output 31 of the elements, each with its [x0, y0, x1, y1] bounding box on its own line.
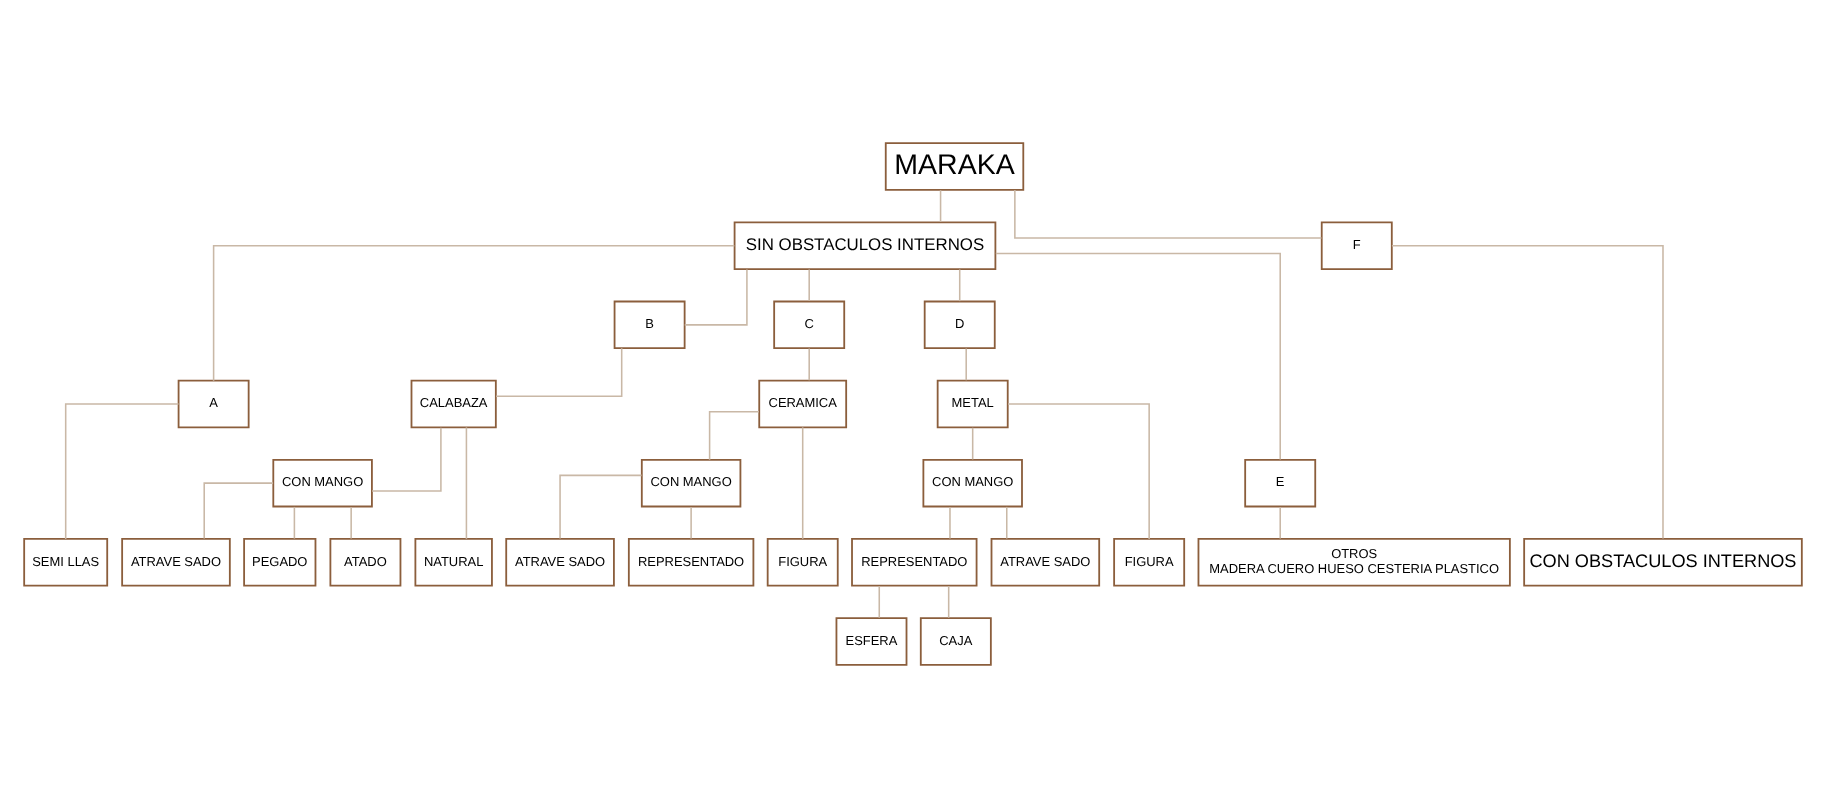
connector	[1279, 506, 1281, 540]
connector	[465, 426, 468, 540]
connector	[939, 189, 942, 223]
node-box: CON OBSTACULOS INTERNOS	[1523, 538, 1803, 587]
connector	[1391, 244, 1664, 540]
connector	[203, 482, 274, 540]
connector	[683, 268, 748, 326]
connector	[1005, 506, 1008, 540]
connector	[808, 268, 810, 302]
connector	[1014, 189, 1323, 239]
connector	[350, 506, 352, 540]
connector	[559, 474, 643, 540]
connector	[293, 506, 296, 540]
connector	[212, 244, 736, 382]
connector	[878, 585, 881, 619]
connector	[495, 347, 623, 397]
connector	[371, 427, 442, 492]
node-box: MARAKA	[884, 142, 1025, 191]
connector	[947, 585, 950, 619]
connector	[801, 426, 804, 540]
connector	[971, 426, 974, 461]
connector	[958, 268, 961, 302]
connector	[64, 403, 180, 540]
connector	[995, 252, 1281, 461]
connector	[965, 347, 967, 382]
connector	[690, 506, 692, 540]
connector	[949, 506, 951, 540]
connector	[1007, 403, 1150, 540]
connector	[808, 347, 810, 382]
connector	[708, 411, 760, 461]
node-box: SIN OBSTACULOS INTERNOS	[733, 221, 997, 270]
